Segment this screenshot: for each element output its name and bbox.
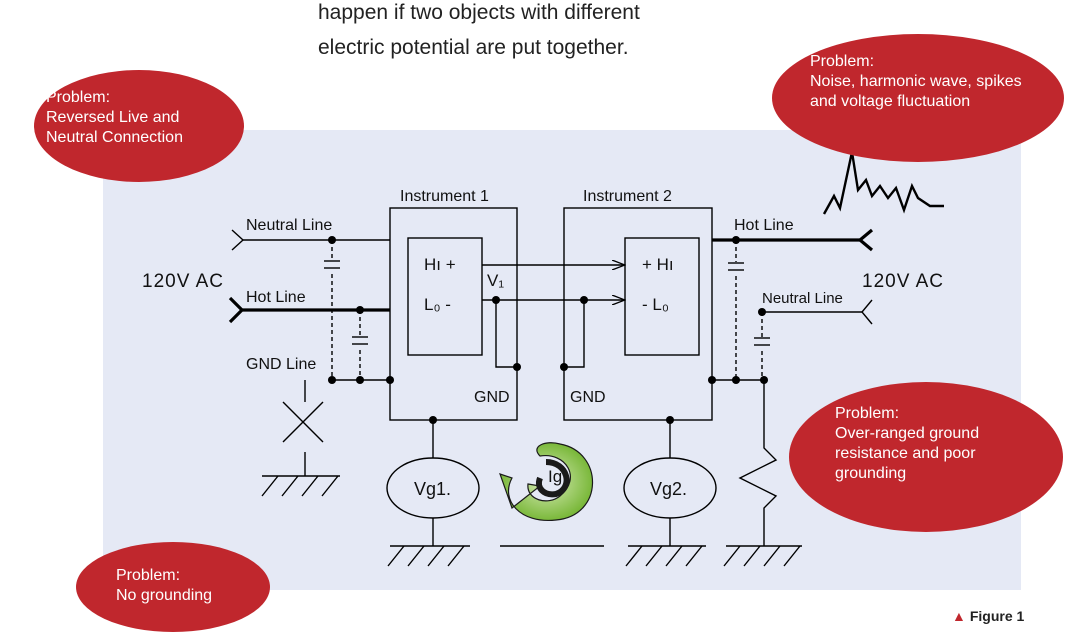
instrument-1-box [389,207,518,421]
instrument-2-label: Instrument 2 [583,188,672,205]
right-neutral-line-label: Neutral Line [762,290,843,307]
lo-minus-terminal-label: L₀ - [424,295,451,314]
caption-line-1: happen if two objects with different [318,1,640,24]
figure-label: Figure 1 [969,608,1025,624]
hi-plus-terminal-label: Hı + [424,255,456,274]
vg1-label: Vg1. [414,479,451,499]
bubble-title: Problem: [46,89,111,106]
problem-bubble-noise: Problem: Noise, harmonic wave, spikes an… [772,34,1064,162]
vg2-label: Vg2. [650,479,687,499]
bubble-text: and voltage fluctuation [810,93,971,110]
left-neutral-line-label: Neutral Line [246,217,332,234]
left-hot-line-label: Hot Line [246,289,306,306]
instrument-2-gnd-label: GND [570,389,606,406]
left-neutral-line [231,229,245,251]
ig-label: Ig [548,467,562,486]
problem-bubble-ground-resistance: Problem: Over-ranged ground resistance a… [789,382,1063,532]
ground-resistance [738,380,778,546]
bubble-text: Over-ranged ground [835,425,980,442]
bubble-title: Problem: [116,567,181,584]
bubble-text: Neutral Connection [46,129,183,146]
left-ac-label: 120V AC [142,271,224,292]
right-ac-label: 120V AC [862,271,944,292]
bubble-text: No grounding [116,587,213,604]
instrument-1-gnd-label: GND [474,389,510,406]
problem-bubble-reversed-connection: Problem: Reversed Live and Neutral Conne… [34,70,244,182]
right-hot-line-label: Hot Line [734,217,794,234]
ground-current-loop [499,442,594,521]
v1-label: V₁ [487,271,504,290]
bubble-text: grounding [835,465,907,482]
instrument-1-label: Instrument 1 [400,188,489,205]
noise-waveform [822,151,944,215]
bubble-text: resistance and poor [835,445,976,462]
caption-line-2: electric potential are put together. [318,36,629,59]
gnd-line-label: GND Line [246,356,316,373]
bubble-title: Problem: [835,405,900,422]
minus-lo-terminal-label: - L₀ [642,295,669,314]
triangle-icon: ▲ [952,608,966,624]
figure-caption: ▲Figure 1 [952,608,1024,624]
instrument-2-box [563,207,713,421]
bubble-title: Problem: [810,53,875,70]
bubble-text: Noise, harmonic wave, spikes [810,73,1022,90]
instrument-1-terminal-box [407,237,483,356]
problem-bubble-no-grounding: Problem: No grounding [76,542,270,632]
bubble-text: Reversed Live and [46,109,180,126]
plus-hi-terminal-label: + Hı [642,255,674,274]
